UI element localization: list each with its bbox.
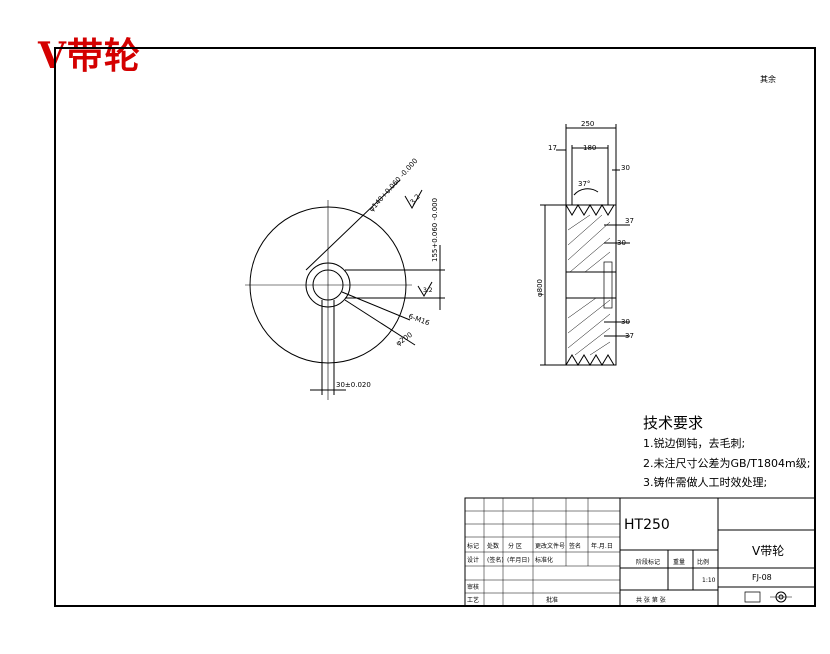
- dim-37-bot: 37: [625, 332, 634, 340]
- dim-30-bot: 30: [621, 318, 630, 326]
- tb-zone: 分 区: [508, 542, 522, 550]
- tb-process: 工艺: [467, 596, 479, 604]
- front-view: [245, 179, 445, 400]
- tb-change-doc: 更改文件号: [535, 542, 565, 550]
- dim-30-mid: 30: [617, 239, 626, 247]
- part-name: V带轮: [752, 544, 785, 558]
- dim-groove-span: 180: [583, 144, 596, 152]
- dim-keyway-depth: 155+0.060 -0.000: [431, 198, 439, 262]
- dim-groove-angle: 37°: [578, 180, 590, 188]
- tech-req-item: 2.未注尺寸公差为GB/T1804m级;: [643, 457, 811, 470]
- dim-rim-offset: 17: [548, 144, 557, 152]
- dim-holes: 6-M16: [407, 312, 431, 327]
- roughness-center: 3.2: [423, 287, 433, 294]
- tb-scale-label: 比例: [697, 558, 709, 566]
- tb-count: 处数: [487, 542, 499, 550]
- tb-mark: 标记: [467, 542, 479, 550]
- tb-date: 年.月.日: [591, 542, 613, 550]
- tech-req-title: 技术要求: [643, 414, 704, 432]
- dim-diameter: φ800: [536, 279, 544, 297]
- drawing-border: [54, 47, 816, 607]
- tb-approve: 批准: [546, 596, 558, 604]
- section-outline: [565, 204, 617, 366]
- scale-value: 1:10: [702, 577, 716, 584]
- tb-review: 审核: [467, 583, 479, 591]
- roughness-note: 其余: [760, 75, 776, 84]
- title-block: [464, 497, 816, 607]
- section-view: [540, 124, 630, 366]
- dim-37-top: 37: [625, 217, 634, 225]
- tb-sign2: (签名): [487, 556, 504, 564]
- dim-total-width: 250: [581, 120, 594, 128]
- tb-sheets: 共 张 第 张: [636, 596, 666, 604]
- tb-design: 设计: [467, 556, 479, 564]
- drawing-number: FJ-08: [752, 573, 772, 582]
- dim-key-width: 30±0.020: [336, 381, 371, 389]
- material-label: HT250: [624, 517, 670, 533]
- tb-sign: 签名: [569, 542, 581, 550]
- tb-weight: 重量: [673, 558, 685, 566]
- tb-stage-mark: 阶段标记: [636, 558, 660, 566]
- tech-req-item: 1.锐边倒钝，去毛刺;: [643, 437, 746, 450]
- tech-req-item: 3.铸件需做人工时效处理;: [643, 476, 768, 489]
- tb-standard: 标准化: [535, 556, 553, 564]
- tb-date2: (年月日): [507, 556, 530, 564]
- dim-30-top: 30: [621, 164, 630, 172]
